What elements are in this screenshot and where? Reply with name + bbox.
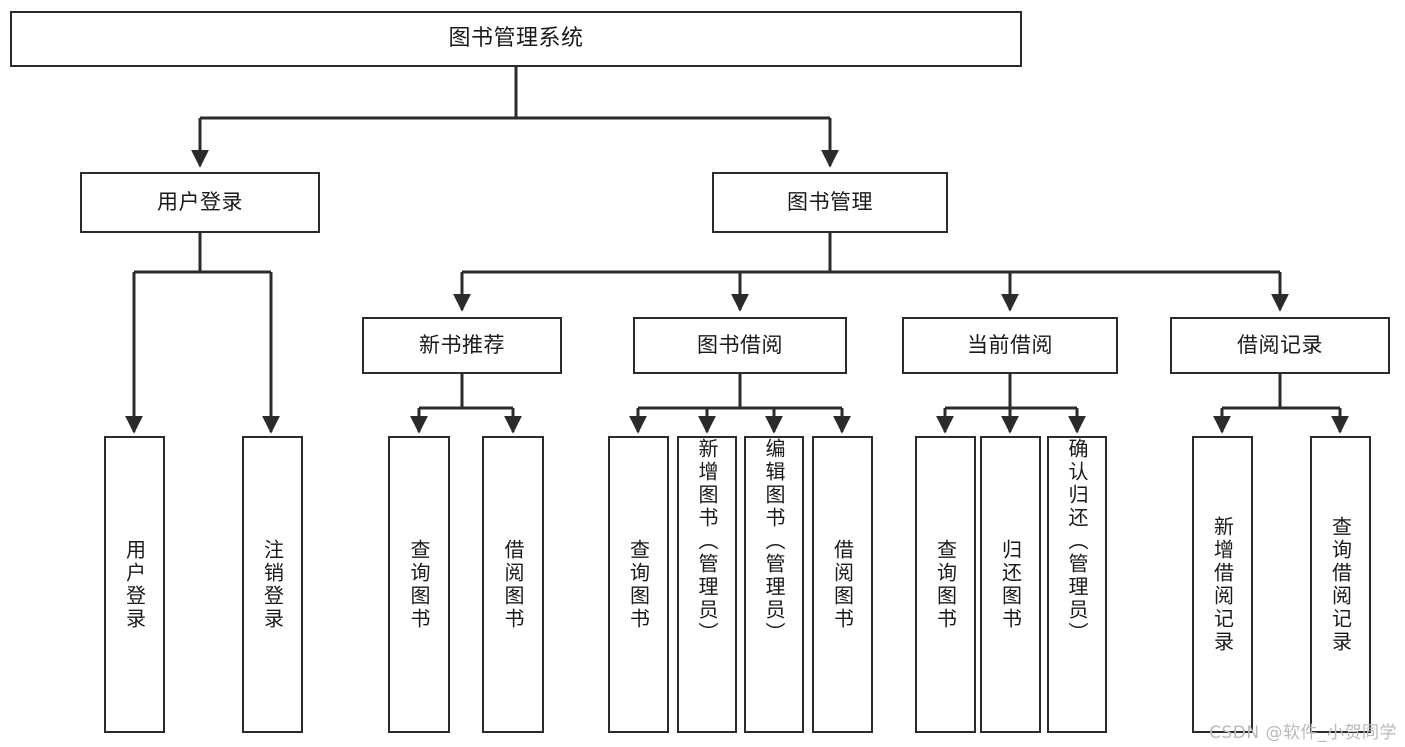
watermark: CSDN @软件_小贺同学 [1209, 723, 1397, 743]
node-book-borrow-label: 图书借阅 [697, 333, 783, 358]
node-leaf-query-book-3[interactable]: 查询图书 [915, 436, 976, 733]
node-leaf-query-record[interactable]: 查询借阅记录 [1310, 436, 1371, 733]
node-leaf-borrow-book-2-label: 借阅图书 [830, 538, 855, 631]
node-leaf-user-logout[interactable]: 注销登录 [242, 436, 303, 733]
node-leaf-add-record-label: 新增借阅记录 [1210, 515, 1235, 654]
node-leaf-user-login-label: 用户登录 [122, 538, 147, 631]
node-borrow-record-label: 借阅记录 [1237, 333, 1323, 358]
node-leaf-return-book[interactable]: 归还图书 [980, 436, 1041, 733]
node-book-management[interactable]: 图书管理 [712, 172, 948, 233]
node-leaf-borrow-book-1-label: 借阅图书 [501, 538, 525, 631]
node-user-login-label: 用户登录 [157, 190, 243, 215]
node-leaf-add-book[interactable]: 新增图书（管理员） [677, 436, 737, 733]
node-leaf-add-book-label: 新增图书（管理员） [695, 438, 719, 645]
node-leaf-query-book-1-label: 查询图书 [407, 538, 431, 631]
node-leaf-query-book-2-label: 查询图书 [626, 538, 651, 631]
node-borrow-record[interactable]: 借阅记录 [1170, 317, 1390, 374]
node-leaf-edit-book[interactable]: 编辑图书（管理员） [744, 436, 804, 733]
node-root[interactable]: 图书管理系统 [10, 11, 1022, 67]
node-leaf-confirm-return[interactable]: 确认归还（管理员） [1047, 436, 1107, 733]
node-leaf-user-login[interactable]: 用户登录 [104, 436, 165, 733]
node-leaf-query-book-3-label: 查询图书 [933, 538, 958, 631]
node-root-label: 图书管理系统 [448, 26, 584, 52]
node-leaf-add-record[interactable]: 新增借阅记录 [1192, 436, 1253, 733]
node-leaf-borrow-book-1[interactable]: 借阅图书 [482, 436, 544, 733]
node-leaf-user-logout-label: 注销登录 [260, 538, 285, 631]
node-leaf-return-book-label: 归还图书 [998, 538, 1023, 631]
node-new-book-recommend-label: 新书推荐 [419, 333, 505, 358]
node-leaf-query-book-2[interactable]: 查询图书 [608, 436, 669, 733]
node-current-borrow-label: 当前借阅 [967, 333, 1053, 358]
node-leaf-query-book-1[interactable]: 查询图书 [388, 436, 450, 733]
node-leaf-edit-book-label: 编辑图书（管理员） [762, 438, 786, 645]
node-leaf-query-record-label: 查询借阅记录 [1328, 515, 1353, 654]
node-leaf-confirm-return-label: 确认归还（管理员） [1065, 438, 1089, 645]
node-book-borrow[interactable]: 图书借阅 [633, 317, 847, 374]
node-new-book-recommend[interactable]: 新书推荐 [362, 317, 562, 374]
node-current-borrow[interactable]: 当前借阅 [902, 317, 1118, 374]
node-user-login[interactable]: 用户登录 [80, 172, 320, 233]
node-leaf-borrow-book-2[interactable]: 借阅图书 [812, 436, 873, 733]
node-book-management-label: 图书管理 [787, 190, 873, 215]
